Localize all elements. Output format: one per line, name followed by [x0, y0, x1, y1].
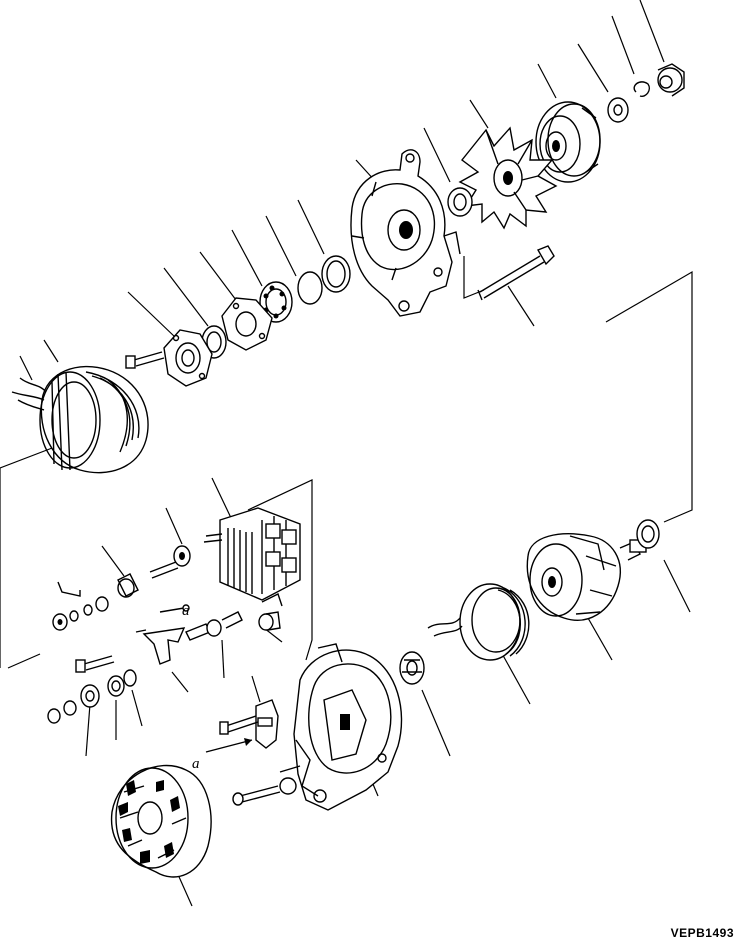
flat-washer [607, 97, 629, 123]
retainer-ring [321, 255, 351, 293]
leader-lines [7, 0, 691, 907]
cap-sleeve [258, 611, 281, 631]
terminal-nuts-set [52, 581, 109, 631]
bearing-retainer [163, 329, 213, 387]
figure-reference-code: VEPB1493 [670, 926, 734, 940]
spacer-collar [447, 187, 473, 217]
snap-ring [297, 271, 323, 305]
terminal-bolt [149, 545, 191, 579]
ball-bearing [259, 281, 293, 323]
lock-nut [657, 63, 685, 97]
through-bolt [477, 245, 555, 301]
slip-ring-end-plate [399, 651, 425, 685]
drive-pulley [535, 101, 601, 183]
rear-cover [110, 764, 212, 878]
diode-terminal [185, 611, 243, 641]
spring-washer [633, 81, 650, 97]
retainer-screw [125, 351, 165, 369]
housing-bolt [232, 765, 301, 806]
brush-holder [219, 699, 279, 749]
field-coil [427, 583, 530, 661]
callout-pointer-a [205, 738, 253, 753]
terminal-screw-a [159, 604, 190, 613]
assembly-boundary-lines [0, 256, 693, 668]
connection-strap [135, 627, 186, 665]
slip-ring-end-housing [293, 643, 403, 811]
callout-letter-a-lower: a [192, 756, 200, 772]
rotor-bearing [636, 519, 660, 549]
stator [11, 365, 149, 474]
cooling-fan [458, 126, 558, 230]
rectifier-assembly [203, 507, 301, 607]
insulator-bushing [117, 573, 139, 598]
bearing-cover-plate [221, 297, 273, 351]
rotor-assembly [526, 533, 647, 621]
drive-end-housing [350, 149, 461, 317]
callout-letter-a-upper: a [182, 603, 190, 619]
lower-bolt-set [47, 655, 137, 724]
